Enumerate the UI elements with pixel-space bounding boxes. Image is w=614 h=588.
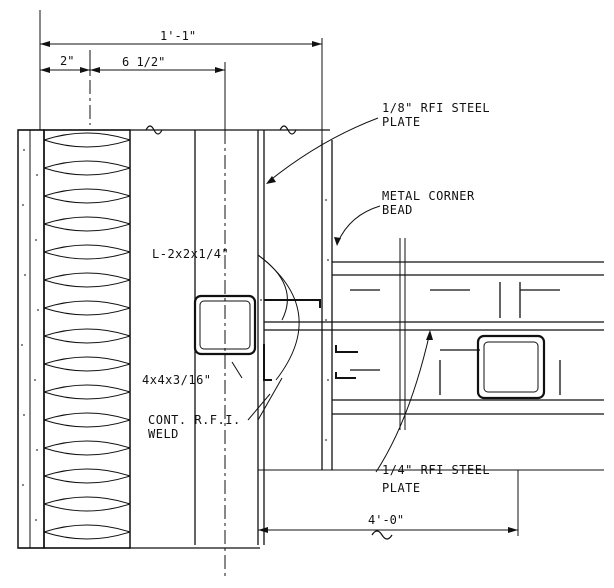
callout-bottom-plate-line1: 1/4" RFI STEEL [382, 463, 490, 477]
center-lines [89, 80, 226, 580]
callout-weld-line1: CONT. R.F.I. [148, 413, 241, 427]
callout-top-plate-line2: PLATE [382, 115, 421, 129]
dimension-arrows [40, 41, 518, 533]
dim-cavity: 6 1/2" [122, 55, 165, 69]
callout-bottom-plate-line2: PLATE [382, 481, 421, 495]
leader-arrows [266, 176, 433, 340]
callout-angle: L-2x2x1/4" [152, 247, 229, 261]
dim-span: 4'-0" [368, 513, 404, 527]
slab-break-line [399, 238, 406, 430]
dim-insulation: 2" [60, 54, 74, 68]
callout-corner-bead-line2: BEAD [382, 203, 413, 217]
batt-insulation [43, 132, 131, 540]
callout-top-plate-line1: 1/8" RFI STEEL [382, 101, 490, 115]
leader-lines [231, 117, 431, 473]
steel-angles [263, 299, 358, 381]
dim-overall: 1'-1" [160, 29, 196, 43]
wall-stipple [260, 199, 329, 441]
callout-tube: 4x4x3/16" [142, 373, 212, 387]
dimension-lines [39, 10, 604, 536]
callout-weld-line2: WELD [148, 427, 179, 441]
floor-assembly [264, 261, 604, 415]
exterior-wall [17, 129, 131, 549]
callout-corner-bead-line1: METAL CORNER [382, 189, 475, 203]
interior-wall [194, 130, 333, 545]
steel-tube-right [476, 334, 546, 400]
gypsum-stipple [21, 149, 39, 521]
steel-tube-left [193, 294, 257, 356]
